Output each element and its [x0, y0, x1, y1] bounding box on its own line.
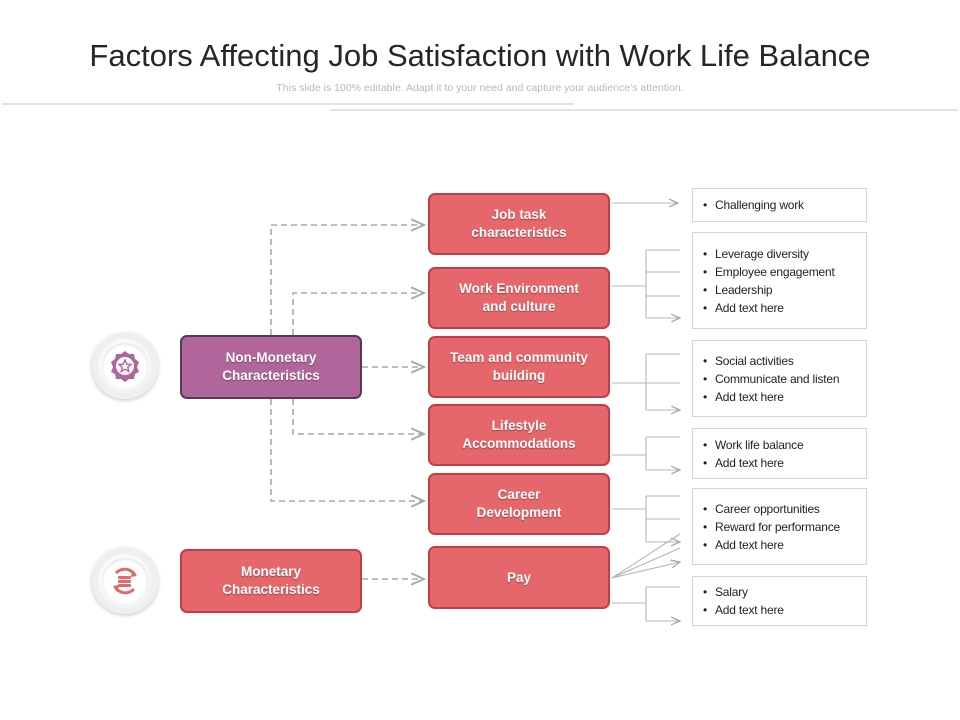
money-exchange-icon	[113, 567, 137, 595]
line-team	[612, 353, 680, 410]
list-item: Social activities	[703, 352, 856, 370]
list-item: Reward for performance	[703, 518, 856, 536]
factor-pay: Pay	[428, 546, 610, 609]
solid-connectors	[611, 203, 680, 621]
line-pay-fan	[611, 533, 680, 579]
list-item: Communicate and listen	[703, 370, 856, 388]
dash-to-work-environment	[292, 293, 424, 335]
list-item: Career opportunities	[703, 500, 856, 518]
factor-team-community: Team and community building	[428, 336, 610, 398]
line-pay	[612, 586, 680, 621]
page-title: Factors Affecting Job Satisfaction with …	[89, 38, 871, 73]
list-item: Leadership	[703, 281, 856, 299]
list-item: Salary	[703, 583, 856, 601]
factor-lifestyle: Lifestyle Accommodations	[428, 404, 610, 466]
list-item: Add text here	[703, 299, 856, 317]
list-item: Add text here	[703, 454, 856, 472]
header-rule-left	[2, 103, 574, 105]
monetary-badge	[92, 548, 158, 614]
detail-box-lifestyle: Work life balance Add text here	[692, 428, 867, 479]
detail-box-team-community: Social activities Communicate and listen…	[692, 340, 867, 417]
dash-to-career	[270, 399, 424, 501]
dash-to-job-task	[270, 225, 424, 335]
line-lifestyle	[612, 436, 680, 470]
list-item: Leverage diversity	[703, 245, 856, 263]
list-item: Add text here	[703, 601, 856, 619]
factor-work-environment: Work Environment and culture	[428, 267, 610, 329]
list-item: Add text here	[703, 536, 856, 554]
detail-box-work-environment: Leverage diversity Employee engagement L…	[692, 232, 867, 329]
list-item: Work life balance	[703, 436, 856, 454]
list-item: Challenging work	[703, 196, 856, 214]
header-rule-right	[330, 109, 958, 111]
nonmonetary-badge	[92, 333, 158, 399]
dash-to-lifestyle	[292, 399, 424, 434]
dashed-connectors	[270, 225, 424, 579]
detail-box-career: Career opportunities Reward for performa…	[692, 488, 867, 565]
factor-career: Career Development	[428, 473, 610, 535]
category-non-monetary: Non-Monetary Characteristics	[180, 335, 362, 399]
line-career	[612, 495, 680, 542]
line-work-env	[612, 249, 680, 318]
award-ribbon-icon	[111, 351, 139, 382]
page-subtitle: This slide is 100% editable. Adapt it to…	[276, 82, 684, 94]
detail-box-job-task: Challenging work	[692, 188, 867, 222]
list-item: Employee engagement	[703, 263, 856, 281]
factor-job-task: Job task characteristics	[428, 193, 610, 255]
detail-box-pay: Salary Add text here	[692, 576, 867, 626]
list-item: Add text here	[703, 388, 856, 406]
category-monetary: Monetary Characteristics	[180, 549, 362, 613]
